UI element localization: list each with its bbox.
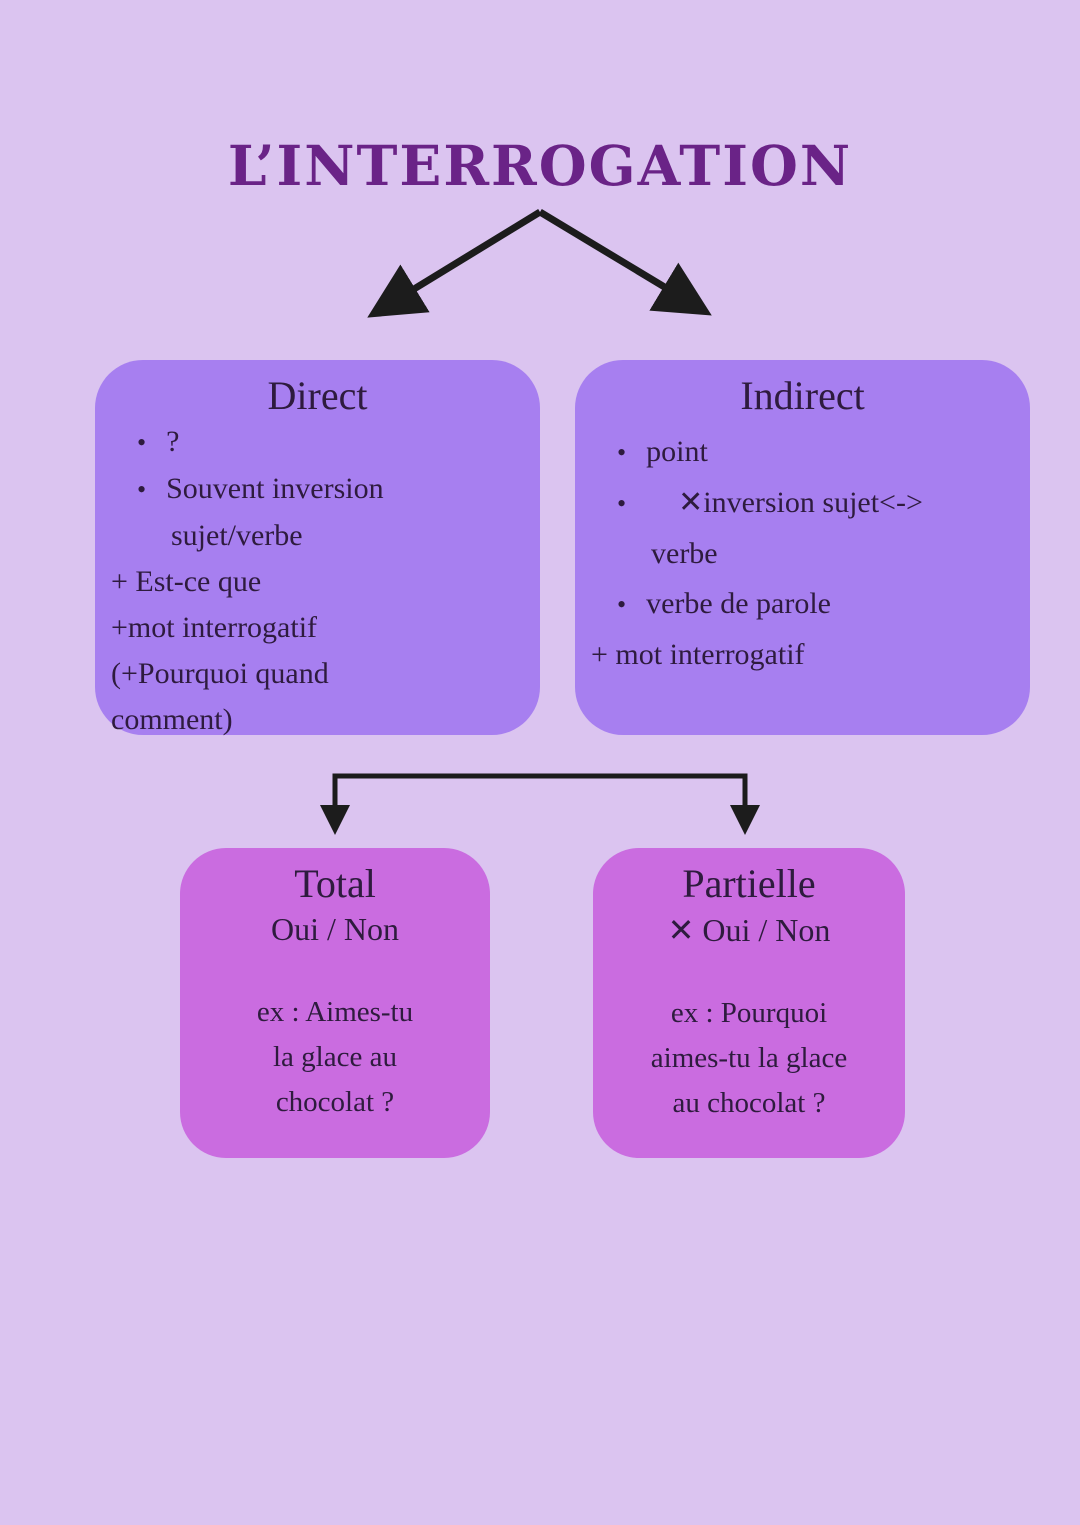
- list-item: • verbe de parole: [575, 579, 1030, 630]
- list-item: comment): [95, 697, 540, 743]
- list-item: (+Pourquoi quand: [95, 651, 540, 697]
- list-item-text: verbe de parole: [646, 587, 832, 620]
- bottom-bracket-arrows: [320, 773, 760, 835]
- indirect-box-title: Indirect: [740, 373, 865, 418]
- page-title: L’INTERROGATION: [227, 132, 853, 198]
- list-item-text: comment): [111, 703, 233, 736]
- list-item: • Souvent inversion: [95, 466, 540, 513]
- bullet-icon: •: [617, 590, 627, 619]
- list-item: + mot interrogatif: [575, 630, 1030, 680]
- total-box: Total Oui / Non ex : Aimes-tu la glace a…: [180, 848, 490, 1158]
- indirect-box: Indirect • point • ✕inversion sujet<-> v…: [575, 360, 1030, 735]
- list-item-text: +mot interrogatif: [111, 611, 318, 644]
- list-item-text: verbe: [651, 537, 718, 570]
- bullet-icon: •: [617, 489, 627, 518]
- list-item-text: point: [646, 435, 708, 468]
- total-box-title: Total: [294, 861, 376, 906]
- partielle-box-title: Partielle: [682, 861, 816, 906]
- example-line: au chocolat ?: [672, 1087, 826, 1119]
- direct-box-title: Direct: [267, 373, 368, 418]
- example-line: ex : Pourquoi: [670, 997, 828, 1029]
- list-item-text: ✕inversion sujet<->: [678, 486, 923, 519]
- bullet-icon: •: [137, 428, 147, 457]
- list-item-text: (+Pourquoi quand: [111, 657, 329, 690]
- list-item: +mot interrogatif: [95, 605, 540, 651]
- indirect-box-content: • point • ✕inversion sujet<-> verbe • ve…: [575, 427, 1030, 680]
- bullet-icon: •: [137, 475, 147, 504]
- partielle-box-subtitle: ✕ Oui / Non: [667, 912, 831, 948]
- example-line: chocolat ?: [275, 1086, 395, 1118]
- list-item-text: Souvent inversion: [166, 472, 384, 505]
- list-item: sujet/verbe: [95, 513, 540, 559]
- list-item-text: + mot interrogatif: [591, 638, 805, 671]
- direct-box-content: • ? • Souvent inversion sujet/verbe + Es…: [95, 419, 540, 743]
- partielle-box: Partielle ✕ Oui / Non ex : Pourquoi aime…: [593, 848, 905, 1158]
- list-item-text: + Est-ce que: [111, 565, 262, 598]
- list-item: • ?: [95, 419, 540, 466]
- example-line: ex : Aimes-tu: [256, 996, 414, 1028]
- partielle-box-example: ex : Pourquoi aimes-tu la glace au choco…: [593, 991, 905, 1126]
- list-item: • point: [575, 427, 1030, 478]
- list-item: + Est-ce que: [95, 559, 540, 605]
- example-line: la glace au: [273, 1041, 397, 1073]
- list-item-text: sujet/verbe: [171, 519, 303, 552]
- total-box-example: ex : Aimes-tu la glace au chocolat ?: [180, 990, 490, 1125]
- direct-box: Direct • ? • Souvent inversion sujet/ver…: [95, 360, 540, 736]
- total-box-subtitle: Oui / Non: [271, 911, 399, 947]
- list-item-text: ?: [166, 425, 180, 458]
- list-item: • ✕inversion sujet<->: [575, 478, 1030, 529]
- example-line: aimes-tu la glace: [650, 1042, 848, 1074]
- list-item: verbe: [575, 529, 1030, 579]
- bullet-icon: •: [617, 438, 627, 467]
- top-branch-arrows: [367, 209, 712, 318]
